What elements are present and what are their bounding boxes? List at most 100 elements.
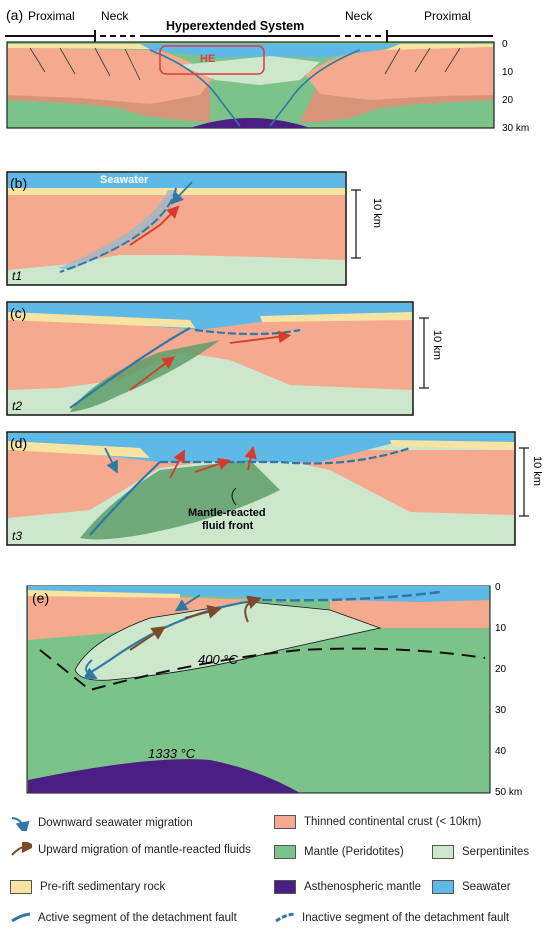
panel-d-red-arrow-1 xyxy=(169,449,185,479)
legend-active-fault: Active segment of the detachment fault xyxy=(10,912,237,924)
legend-prerift: Pre-rift sedimentary rock xyxy=(10,880,165,894)
legend-astheno: Asthenospheric mantle xyxy=(274,880,421,894)
panel-a: (a) Proximal Neck Hyperextended System N… xyxy=(5,7,529,134)
panel-c: (c) t2 10 km xyxy=(6,301,443,416)
mantle-fluid-front-label-1: Mantle-reacted xyxy=(188,507,266,519)
panel-d-label: (d) xyxy=(10,435,27,451)
svg-text:20: 20 xyxy=(495,664,507,675)
panel-e-fault-inactive xyxy=(261,590,441,602)
legend-upward: Upward migration of mantle-reacted fluid… xyxy=(10,842,251,858)
inactive-fault-icon xyxy=(275,912,295,923)
panel-e-depth-axis: 0 10 20 30 40 50 km xyxy=(489,582,522,798)
panel-d-annotation-leader xyxy=(231,487,237,506)
svg-text:20: 20 xyxy=(502,95,514,106)
legend-downward: Downward seawater migration xyxy=(10,815,193,831)
panel-b-blue-arrow xyxy=(170,181,193,205)
panel-b-time: t1 xyxy=(12,269,22,283)
panel-a-serpentinite xyxy=(180,56,320,85)
panel-a-asthenosphere xyxy=(190,118,310,128)
panel-e-upward-arrow-1 xyxy=(129,626,166,651)
panel-e-loop-arrow xyxy=(244,595,262,623)
upward-arrow-icon xyxy=(11,842,32,856)
svg-text:0: 0 xyxy=(502,39,508,50)
legend-serpentinites: Serpentinites xyxy=(432,845,529,859)
zone-neck-left: Neck xyxy=(101,9,129,23)
panel-c-label: (c) xyxy=(10,305,26,321)
panel-e-asthenosphere xyxy=(28,759,300,793)
legend-thinned-crust: Thinned continental crust (< 10km) xyxy=(274,815,481,829)
he-label: HE xyxy=(200,53,215,65)
panel-e-fault xyxy=(84,598,261,677)
thinned-crust-swatch xyxy=(274,815,296,829)
panel-d-serpentinized-zone xyxy=(80,460,280,540)
panel-c-red-arrow-1 xyxy=(129,356,176,391)
panel-a-normal-faults xyxy=(29,47,461,81)
panel-c-crust xyxy=(8,320,412,390)
he-box xyxy=(159,45,265,75)
panel-d-time: t3 xyxy=(12,529,22,543)
panel-b-seawater xyxy=(8,173,345,188)
prerift-swatch xyxy=(10,880,32,894)
isotherm-400-label: 400 °C xyxy=(198,652,239,667)
legend-mantle: Mantle (Peridotites) xyxy=(274,845,404,859)
seawater-label: Seawater xyxy=(100,174,149,186)
legend-seawater: Seawater xyxy=(432,880,511,894)
panel-b-red-arrow xyxy=(129,205,180,246)
panel-c-sediment xyxy=(8,312,412,328)
zone-proximal-right: Proximal xyxy=(424,9,471,23)
panel-c-fault xyxy=(69,327,191,409)
mantle-swatch xyxy=(274,845,296,859)
panel-c-scale-label: 10 km xyxy=(431,330,443,360)
panel-a-faults xyxy=(149,49,361,127)
panel-a-sediment xyxy=(8,44,493,50)
panel-c-red-arrow-2 xyxy=(229,330,292,344)
panel-c-serpentinized-zone xyxy=(70,340,220,412)
panel-b-scale-bar xyxy=(351,189,361,259)
panel-e-sediment xyxy=(28,590,180,598)
panel-d-scale-bar xyxy=(519,447,529,517)
panel-b-scale-label: 10 km xyxy=(371,198,383,228)
panel-b-crust xyxy=(8,195,345,270)
panel-b-fault xyxy=(59,187,177,273)
panel-c-scale-bar xyxy=(419,317,429,389)
svg-text:50 km: 50 km xyxy=(495,787,522,798)
panel-d-red-arrow-3 xyxy=(244,445,257,471)
panel-d-blue-arrow xyxy=(104,447,118,474)
panel-e-seawater xyxy=(28,586,489,602)
panel-e: (e) 400 °C 1333 °C 0 10 20 30 40 50 km xyxy=(26,582,522,798)
legend-inactive-fault: Inactive segment of the detachment fault xyxy=(274,912,509,924)
svg-text:10: 10 xyxy=(502,67,514,78)
panel-d-scale-label: 10 km xyxy=(531,456,543,486)
panel-a-upper-crust xyxy=(8,47,493,104)
panel-d-crust xyxy=(8,450,514,518)
panel-d-fault xyxy=(89,461,161,536)
panel-b-fault-zone xyxy=(58,190,178,270)
panel-a-depth-axis: 0 10 20 30 km xyxy=(502,39,529,134)
panel-d-red-arrow-2 xyxy=(194,458,231,473)
svg-text:40: 40 xyxy=(495,746,507,757)
isotherm-1333-label: 1333 °C xyxy=(148,746,196,761)
active-fault-icon xyxy=(11,912,31,923)
mantle-fluid-front-label-2: fluid front xyxy=(202,520,254,532)
panel-b: (b) Seawater t1 10 km xyxy=(6,171,383,286)
zone-divider-line xyxy=(5,30,493,42)
panel-e-isotherm-400 xyxy=(39,647,486,692)
panel-b-label: (b) xyxy=(10,175,27,191)
panel-c-fault-inactive xyxy=(194,328,301,336)
svg-text:30: 30 xyxy=(495,705,507,716)
svg-text:0: 0 xyxy=(495,582,501,593)
panel-d-sediment xyxy=(8,440,514,458)
panel-a-label: (a) xyxy=(6,7,23,23)
panel-a-seawater xyxy=(120,44,400,58)
astheno-swatch xyxy=(274,880,296,894)
zone-hyperextended: Hyperextended System xyxy=(166,19,304,33)
downward-arrow-icon xyxy=(11,817,30,831)
panel-e-serpentinite xyxy=(74,601,382,681)
panel-d: (d) t3 Mantle-reacted fluid front 10 km xyxy=(6,431,543,546)
figure-canvas: (a) Proximal Neck Hyperextended System N… xyxy=(5,7,543,798)
svg-text:30 km: 30 km xyxy=(502,123,529,134)
panel-e-downward-arrow xyxy=(174,594,201,612)
panel-c-time: t2 xyxy=(12,399,22,413)
panel-e-label: (e) xyxy=(32,590,49,606)
panel-e-upward-arrow-2 xyxy=(184,605,222,619)
